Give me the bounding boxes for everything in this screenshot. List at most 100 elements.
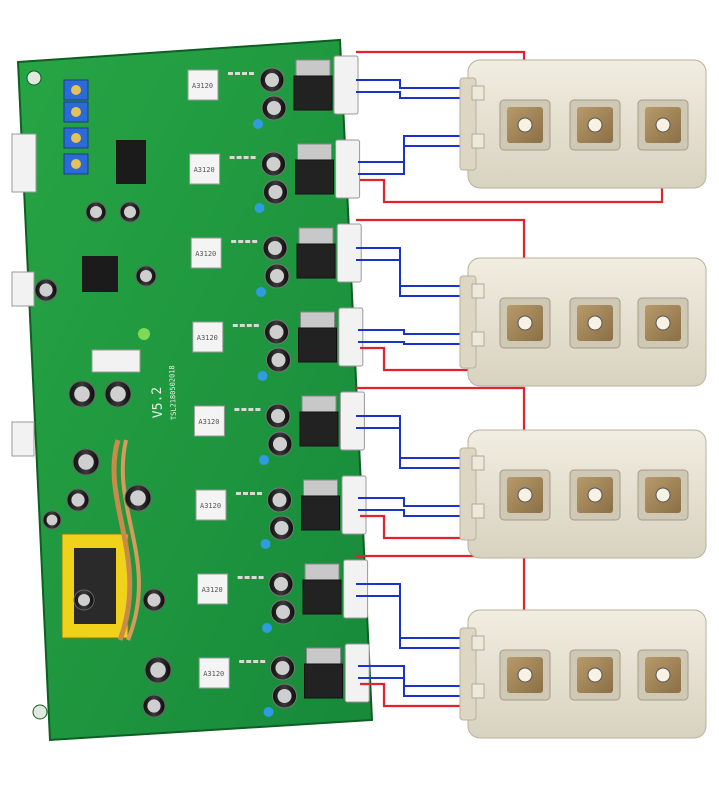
optocoupler — [190, 237, 222, 269]
gate-wire — [356, 427, 474, 469]
gate-pin — [471, 503, 485, 519]
optocoupler-label: A3120 — [194, 166, 215, 174]
smd-resistor — [251, 576, 257, 579]
optocoupler-label: A3120 — [202, 586, 223, 594]
mosfet-body — [293, 75, 333, 111]
output-connector — [335, 139, 361, 199]
ceramic-capacitor — [260, 539, 271, 549]
smd-resistor — [249, 72, 254, 75]
mosfet-tab — [297, 143, 332, 163]
capacitor-top — [39, 283, 53, 297]
igbt-modules — [459, 59, 707, 739]
transformer — [61, 439, 141, 641]
trimmer-screw — [71, 133, 81, 143]
gate-wire — [358, 145, 474, 175]
mosfet-tab — [303, 479, 338, 499]
gate-wire — [358, 329, 474, 335]
gate-pin — [471, 683, 485, 699]
smd-resistor — [229, 156, 235, 159]
smd-resistor — [237, 576, 243, 579]
mosfet-body — [302, 579, 342, 615]
gate-pin — [471, 85, 485, 101]
ceramic-capacitor — [263, 707, 274, 717]
optocoupler — [189, 153, 221, 185]
gate-pin — [471, 331, 485, 347]
power-capacitors — [34, 201, 172, 718]
capacitor-top — [275, 661, 290, 675]
output-connector — [333, 55, 359, 115]
optocoupler — [193, 405, 225, 437]
optocoupler-label: A3120 — [195, 250, 216, 258]
board-version-label: V5.2 — [150, 387, 166, 419]
capacitor-top — [266, 157, 281, 171]
optocoupler — [195, 489, 227, 521]
smd-resistor — [241, 408, 247, 411]
gate-wire — [356, 247, 474, 287]
output-connector — [336, 223, 362, 283]
mosfet-body — [298, 327, 337, 363]
integrated-circuits — [82, 140, 150, 340]
smd-resistor — [228, 72, 233, 75]
terminal-screw-hole — [517, 487, 533, 503]
gate-wire — [358, 677, 474, 697]
smd-resistor — [236, 492, 241, 495]
gate-wire — [358, 135, 474, 163]
smd-resistor — [253, 324, 259, 327]
mosfet-body — [304, 663, 343, 699]
smd-resistor — [252, 240, 258, 243]
smd-resistor — [250, 492, 255, 495]
gate-wire — [356, 91, 474, 99]
ceramic-capacitor — [259, 455, 269, 465]
output-connector — [338, 307, 364, 367]
capacitor-top — [277, 689, 292, 703]
capacitor-top — [150, 662, 166, 678]
capacitor-top — [271, 353, 286, 367]
edge-connector-mid — [11, 271, 35, 307]
optocoupler — [197, 573, 229, 605]
smd-resistor — [242, 72, 247, 75]
gate-pin — [471, 133, 485, 149]
trimmer-screw — [71, 85, 81, 95]
trimmer-screw — [71, 159, 81, 169]
terminal-screw-hole — [655, 315, 671, 331]
ic-dip — [116, 140, 146, 184]
smd-resistor — [232, 324, 238, 327]
optocoupler-label: A3120 — [197, 334, 218, 342]
capacitor-top — [46, 514, 58, 526]
output-connector — [339, 391, 365, 451]
gate-wiring — [356, 50, 664, 708]
gate-pin — [471, 635, 485, 651]
capacitor-top — [269, 325, 284, 339]
terminal-screw-hole — [655, 487, 671, 503]
optocoupler-label: A3120 — [192, 82, 213, 90]
ceramic-capacitor — [253, 119, 263, 129]
capacitor-top — [276, 605, 290, 619]
gate-wire — [356, 259, 474, 297]
gate-wire — [358, 497, 474, 507]
igbt-module — [459, 609, 707, 739]
terminal-screw-hole — [587, 667, 603, 683]
mosfet-tab — [306, 647, 341, 667]
capacitor-top — [124, 206, 136, 218]
optocoupler-label: A3120 — [203, 670, 224, 678]
optocoupler-label: A3120 — [200, 502, 221, 510]
optocoupler — [187, 69, 219, 101]
capacitor-top — [265, 73, 279, 87]
capacitor-top — [274, 521, 289, 535]
capacitor-top — [147, 699, 161, 713]
mosfet-body — [301, 495, 340, 531]
edge-connectors — [11, 133, 141, 457]
capacitor-top — [71, 493, 85, 507]
terminal-screw-hole — [587, 315, 603, 331]
gate-wire — [356, 595, 474, 649]
smd-resistor — [243, 492, 248, 495]
smd-resistor — [236, 156, 242, 159]
smd-resistor — [250, 156, 256, 159]
smd-resistor — [239, 324, 245, 327]
gate-wire — [356, 415, 474, 459]
terminal-screw-hole — [517, 117, 533, 133]
smd-resistor — [231, 240, 237, 243]
output-connector — [343, 559, 369, 619]
gate-wire — [358, 341, 474, 345]
